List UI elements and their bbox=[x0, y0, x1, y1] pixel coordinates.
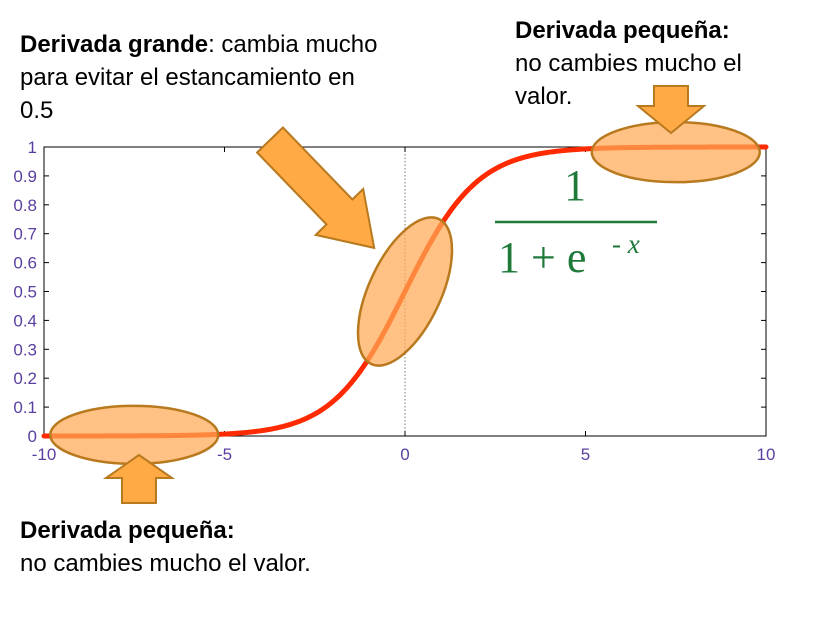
arrow-layer bbox=[102, 85, 707, 504]
y-tick-label: 0.7 bbox=[13, 225, 37, 244]
annotation-small-derivative-right-title: Derivada pequeña: bbox=[515, 17, 730, 44]
data-point bbox=[476, 180, 478, 182]
diagonal-arrow-middle bbox=[255, 126, 376, 250]
x-tick-label: 0 bbox=[400, 445, 409, 464]
annotation-small-derivative-right: Derivada pequeña: no cambies mucho el va… bbox=[515, 14, 805, 113]
down-arrow-right bbox=[635, 85, 707, 135]
y-tick-label: 0.5 bbox=[13, 283, 37, 302]
data-point bbox=[332, 401, 334, 403]
data-point bbox=[512, 159, 514, 162]
y-tick-label: 0 bbox=[28, 427, 37, 446]
formula-denominator: 1 + e bbox=[498, 233, 586, 282]
formula-exponent: - x bbox=[612, 229, 640, 259]
annotation-large-derivative: Derivada grande: cambia mucho para evita… bbox=[20, 28, 380, 127]
highlight-ellipse-right bbox=[590, 120, 761, 184]
formula: 1 1 + e - x bbox=[495, 161, 657, 282]
y-tick-label: 0.6 bbox=[13, 254, 37, 273]
highlight-ellipse-left bbox=[49, 404, 220, 466]
x-tick-label: -5 bbox=[217, 445, 232, 464]
x-tick-label: 5 bbox=[581, 445, 590, 464]
y-tick-label: 0.8 bbox=[13, 196, 37, 215]
y-tick-label: 0.9 bbox=[13, 167, 37, 186]
y-tick-label: 1 bbox=[28, 138, 37, 157]
up-arrow-left bbox=[102, 453, 176, 504]
annotation-large-derivative-title: Derivada grande bbox=[20, 31, 209, 58]
data-point bbox=[584, 148, 587, 150]
highlight-ellipse-middle bbox=[356, 216, 454, 367]
annotation-small-derivative-left: Derivada pequeña: no cambies mucho el va… bbox=[20, 514, 320, 580]
data-point bbox=[296, 421, 298, 423]
data-point bbox=[223, 433, 226, 435]
annotation-small-derivative-right-text: no cambies mucho el valor. bbox=[515, 50, 742, 110]
annotation-large-derivative-text: : cambia mucho para evitar el estancamie… bbox=[20, 31, 378, 124]
data-point bbox=[548, 151, 551, 153]
annotation-small-derivative-left-text: no cambies mucho el valor. bbox=[20, 550, 311, 577]
y-tick-label: 0.4 bbox=[13, 311, 37, 330]
highlight-layer bbox=[49, 120, 761, 466]
data-point bbox=[260, 430, 262, 432]
x-tick-label: 10 bbox=[757, 445, 776, 464]
formula-denominator-base: 1 + e bbox=[498, 233, 586, 282]
formula-numerator: 1 bbox=[564, 161, 586, 210]
x-tick-label: -10 bbox=[32, 445, 57, 464]
y-tick-label: 0.1 bbox=[13, 398, 37, 417]
data-point bbox=[43, 435, 45, 437]
data-point bbox=[765, 146, 767, 148]
annotation-small-derivative-left-title: Derivada pequeña: bbox=[20, 517, 235, 544]
y-tick-label: 0.3 bbox=[13, 340, 37, 359]
y-tick-label: 0.2 bbox=[13, 369, 37, 388]
axes: -10 -5 0 5 10 0 0.1 0.2 0.3 0.4 0.5 0.6 0.7 0.8 0.9 1 bbox=[13, 138, 775, 464]
